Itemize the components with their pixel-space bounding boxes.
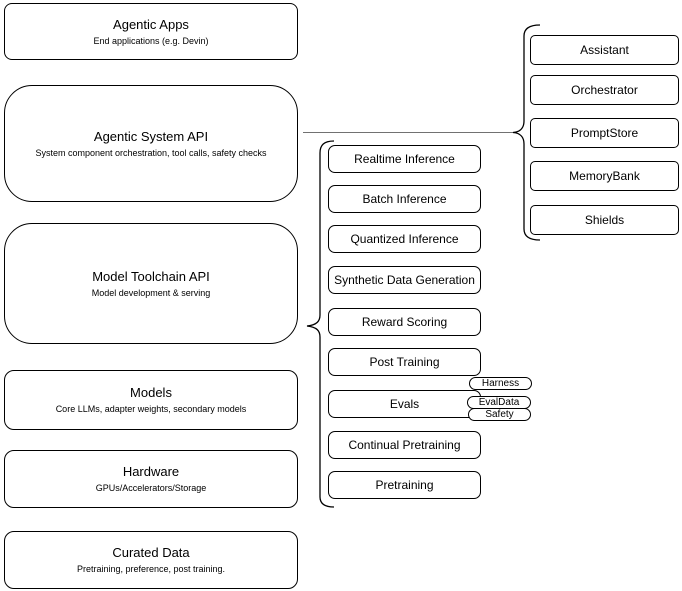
node-title: Hardware: [122, 464, 180, 479]
tag-label: Harness: [481, 377, 520, 389]
tag-label: EvalData: [478, 396, 520, 408]
node-label: Orchestrator: [571, 83, 638, 97]
node-label: Reward Scoring: [361, 315, 448, 329]
node-subtitle: System component orchestration, tool cal…: [35, 147, 267, 158]
node-curated-data: Curated Data Pretraining, preference, po…: [4, 531, 298, 589]
node-post-training: Post Training: [328, 348, 481, 376]
node-batch-inference: Batch Inference: [328, 185, 481, 213]
tag-label: Safety: [485, 408, 514, 420]
node-label: Synthetic Data Generation: [334, 273, 475, 287]
node-label: MemoryBank: [569, 169, 640, 183]
node-assistant: Assistant: [530, 35, 679, 65]
node-agentic-apps: Agentic Apps End applications (e.g. Devi…: [4, 3, 298, 60]
node-agentic-system-api: Agentic System API System component orch…: [4, 85, 298, 202]
node-evals: Evals: [328, 390, 481, 418]
node-quantized-inference: Quantized Inference: [328, 225, 481, 253]
node-subtitle: Model development & serving: [91, 287, 211, 298]
tag-harness: Harness: [469, 377, 532, 390]
node-hardware: Hardware GPUs/Accelerators/Storage: [4, 450, 298, 508]
node-subtitle: Pretraining, preference, post training.: [76, 564, 226, 574]
toolchain-brace: [306, 140, 335, 508]
tag-safety: Safety: [468, 408, 531, 421]
node-label: Post Training: [369, 355, 440, 369]
node-label: Continual Pretraining: [348, 438, 461, 452]
node-shields: Shields: [530, 205, 679, 235]
node-title: Agentic System API: [93, 128, 209, 144]
node-label: Evals: [389, 397, 420, 411]
node-title: Model Toolchain API: [92, 268, 210, 284]
system-brace: [512, 24, 541, 241]
node-synthetic-data-generation: Synthetic Data Generation: [328, 266, 481, 294]
node-label: Assistant: [580, 43, 629, 57]
node-realtime-inference: Realtime Inference: [328, 145, 481, 173]
node-subtitle: End applications (e.g. Devin): [93, 35, 209, 46]
node-memorybank: MemoryBank: [530, 161, 679, 191]
node-title: Curated Data: [112, 545, 190, 560]
node-label: PromptStore: [570, 126, 639, 140]
node-title: Agentic Apps: [113, 16, 189, 32]
node-pretraining: Pretraining: [328, 471, 481, 499]
node-label: Shields: [584, 213, 625, 227]
node-title: Models: [130, 385, 172, 400]
node-label: Quantized Inference: [350, 232, 459, 246]
node-label: Batch Inference: [362, 192, 447, 206]
node-models: Models Core LLMs, adapter weights, secon…: [4, 370, 298, 430]
node-label: Pretraining: [375, 478, 434, 492]
system-api-connector-line: [303, 132, 514, 133]
node-subtitle: Core LLMs, adapter weights, secondary mo…: [55, 404, 247, 414]
node-label: Realtime Inference: [354, 152, 455, 166]
node-promptstore: PromptStore: [530, 118, 679, 148]
node-continual-pretraining: Continual Pretraining: [328, 431, 481, 459]
node-reward-scoring: Reward Scoring: [328, 308, 481, 336]
node-orchestrator: Orchestrator: [530, 75, 679, 105]
node-subtitle: GPUs/Accelerators/Storage: [95, 483, 207, 493]
node-model-toolchain-api: Model Toolchain API Model development & …: [4, 223, 298, 344]
